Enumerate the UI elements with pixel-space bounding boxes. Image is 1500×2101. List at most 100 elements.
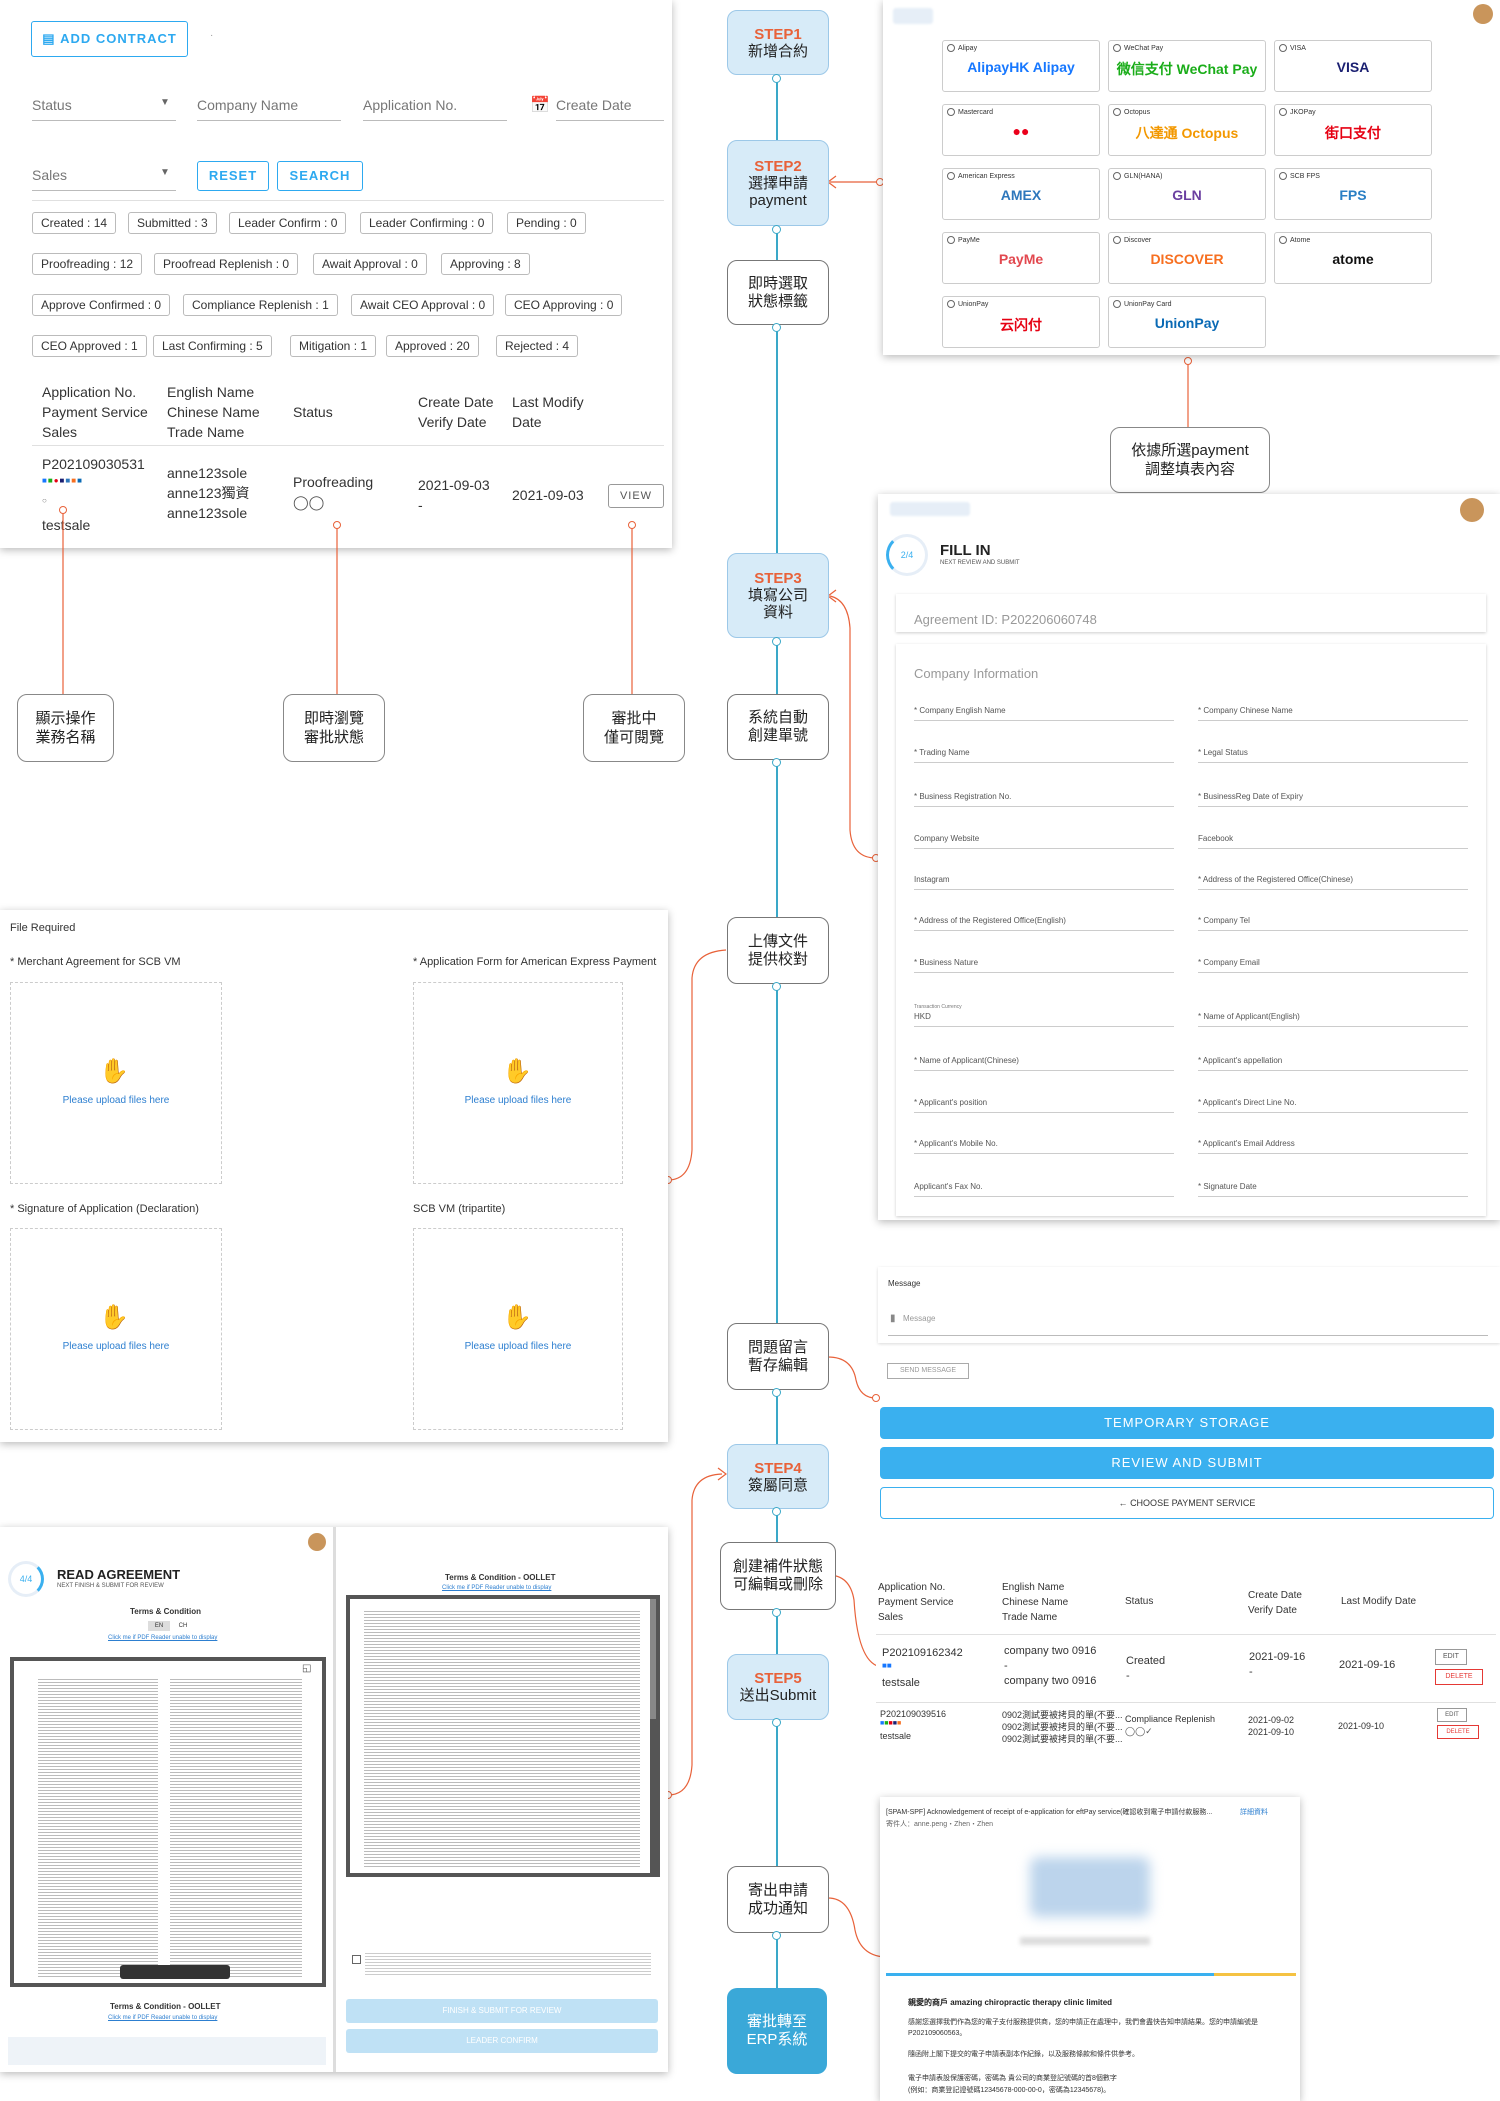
form-field-left[interactable]: Company Website [914, 834, 980, 843]
form-field-left[interactable]: * Company English Name [914, 706, 1006, 715]
form-field-right[interactable]: * Applicant's Email Address [1198, 1139, 1295, 1148]
lang-ch-button[interactable]: CH [178, 1623, 188, 1629]
payment-logo-icon: AlipayHK Alipay [967, 59, 1075, 75]
delete-button[interactable]: DELETE [1435, 1669, 1483, 1685]
status-tag[interactable]: Approving : 8 [441, 253, 530, 275]
payment-option-card[interactable]: GLN(HANA)GLN [1108, 168, 1266, 220]
pdf-link-right[interactable]: Click me if PDF Reader unable to display [442, 1585, 552, 1591]
status-tag[interactable]: Leader Confirm : 0 [229, 212, 347, 234]
payment-logo-icon: 微信支付 WeChat Pay [1116, 61, 1258, 77]
pdf-link-2[interactable]: Click me if PDF Reader unable to display [108, 2015, 218, 2021]
edit-button[interactable]: EDIT [1435, 1649, 1467, 1665]
form-field-left[interactable]: * Address of the Registered Office(Engli… [914, 916, 1066, 925]
form-field-left[interactable]: * Business Registration No. [914, 792, 1012, 801]
form-field-right[interactable]: * Company Tel [1198, 916, 1250, 925]
application-no-input[interactable]: Application No. [363, 97, 458, 113]
email-subject: [SPAM-SPF] Acknowledgement of receipt of… [886, 1809, 1213, 1816]
form-field-right[interactable]: Facebook [1198, 834, 1234, 843]
form-field-underline [1198, 1070, 1468, 1071]
send-message-button[interactable]: SEND MESSAGE [887, 1363, 969, 1379]
upload-box-2[interactable]: ✋ Please upload files here [413, 982, 623, 1184]
add-contract-button[interactable]: ▤ ADD CONTRACT [31, 21, 188, 57]
upload-box-4[interactable]: ✋ Please upload files here [413, 1228, 623, 1430]
status-tag[interactable]: Compliance Replenish : 1 [183, 294, 338, 316]
status-tag[interactable]: Proofreading : 12 [32, 253, 143, 275]
form-field-right[interactable]: * Applicant's appellation [1198, 1056, 1283, 1065]
form-field-left[interactable]: HKD [914, 1012, 931, 1021]
form-field-right[interactable]: * Signature Date [1198, 1182, 1257, 1191]
status-tag[interactable]: Submitted : 3 [128, 212, 217, 234]
divider [32, 200, 664, 201]
row-status: Proofreading [293, 474, 374, 490]
form-field-left[interactable]: * Applicant's position [914, 1098, 988, 1107]
scrollbar[interactable] [650, 1599, 656, 1719]
form-field-right[interactable]: * BusinessReg Date of Expiry [1198, 792, 1303, 801]
details-link[interactable]: 詳細資料 [1240, 1809, 1268, 1816]
form-field-right[interactable]: * Company Chinese Name [1198, 706, 1293, 715]
form-field-left[interactable]: * Business Nature [914, 958, 979, 967]
temporary-storage-button[interactable]: TEMPORARY STORAGE [880, 1407, 1494, 1439]
status-select[interactable]: Status [32, 97, 72, 113]
status-tag[interactable]: Last Confirming : 5 [153, 335, 272, 357]
status-tag[interactable]: Leader Confirming : 0 [360, 212, 494, 234]
form-field-right[interactable]: * Legal Status [1198, 748, 1248, 757]
status-tag[interactable]: Approve Confirmed : 0 [32, 294, 171, 316]
form-field-left[interactable]: Instagram [914, 875, 950, 884]
status-tag[interactable]: CEO Approving : 0 [505, 294, 623, 316]
leader-confirm-button[interactable]: LEADER CONFIRM [346, 2029, 658, 2053]
status-tag[interactable]: Await Approval : 0 [313, 253, 427, 275]
view-button[interactable]: VIEW [608, 484, 664, 508]
create-date-input[interactable]: Create Date [556, 97, 632, 113]
status-tag[interactable]: Created : 14 [32, 212, 117, 234]
message-input[interactable]: Message [903, 1314, 936, 1323]
status-tag[interactable]: Await CEO Approval : 0 [351, 294, 495, 316]
form-field-left[interactable]: Applicant's Fax No. [914, 1182, 983, 1191]
calendar-icon[interactable]: 📅 [530, 97, 550, 114]
chevron-down-icon: ▼ [160, 167, 170, 178]
search-button[interactable]: SEARCH [277, 161, 363, 191]
form-field-left[interactable]: * Trading Name [914, 748, 970, 757]
status-tag[interactable]: Mitigation : 1 [290, 335, 377, 357]
payment-option-card[interactable]: Mastercard●● [942, 104, 1100, 156]
pdf-toolbar[interactable] [120, 1965, 230, 1979]
company-name-input[interactable]: Company Name [197, 97, 299, 113]
lang-en-button[interactable]: EN [148, 1621, 170, 1631]
choose-payment-button[interactable]: ← CHOOSE PAYMENT SERVICE [880, 1487, 1494, 1519]
upload-box-1[interactable]: ✋ Please upload files here [10, 982, 222, 1184]
scroll-bar-left[interactable] [8, 2037, 326, 2065]
expand-icon[interactable]: ◱ [302, 1663, 312, 1674]
status-tag[interactable]: CEO Approved : 1 [32, 335, 147, 357]
form-field-right[interactable]: * Company Email [1198, 958, 1260, 967]
finish-submit-button[interactable]: FINISH & SUBMIT FOR REVIEW [346, 1999, 658, 2023]
review-submit-button[interactable]: REVIEW AND SUBMIT [880, 1447, 1494, 1479]
status-tag[interactable]: Pending : 0 [507, 212, 586, 234]
form-field-left[interactable]: * Applicant's Mobile No. [914, 1139, 998, 1148]
pdf-link[interactable]: Click me if PDF Reader unable to display [108, 1635, 218, 1641]
agree-checkbox[interactable] [352, 1955, 361, 1964]
status-tag[interactable]: Proofread Replenish : 0 [154, 253, 299, 275]
sales-select[interactable]: Sales [32, 167, 68, 183]
delete-button[interactable]: DELETE [1437, 1725, 1479, 1739]
form-field-right[interactable]: * Applicant's Direct Line No. [1198, 1098, 1297, 1107]
form-field-right[interactable]: * Address of the Registered Office(Chine… [1198, 875, 1354, 884]
payment-logo-icon: GLN [1172, 187, 1202, 203]
form-field-right[interactable]: * Name of Applicant(English) [1198, 1012, 1300, 1021]
upload-box-3[interactable]: ✋ Please upload files here [10, 1228, 222, 1430]
status-tag[interactable]: Rejected : 4 [496, 335, 579, 357]
reset-button[interactable]: RESET [197, 161, 269, 191]
status-tag[interactable]: Approved : 20 [386, 335, 479, 357]
edit-button[interactable]: EDIT [1437, 1708, 1467, 1722]
form-field-left[interactable]: * Name of Applicant(Chinese) [914, 1056, 1019, 1065]
